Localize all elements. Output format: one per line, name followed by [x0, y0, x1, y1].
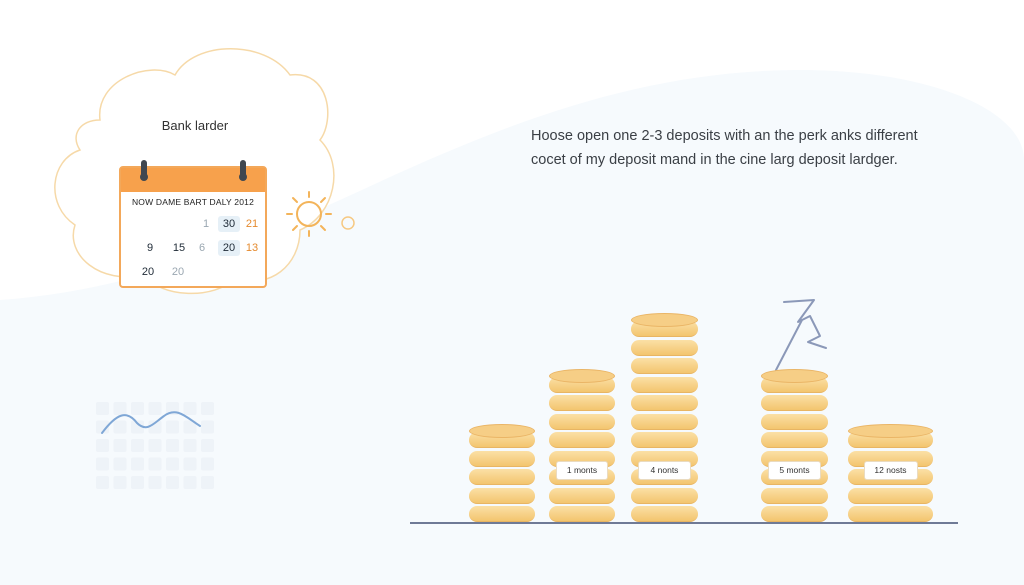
- coin-top: [549, 368, 615, 383]
- faint-grid-square: [201, 420, 214, 434]
- coin: [631, 339, 698, 356]
- faint-grid-square: [96, 457, 109, 471]
- baseline: [410, 522, 958, 524]
- calendar-day-cell: 20: [218, 240, 240, 256]
- sun-icon: [286, 191, 355, 237]
- coin: [549, 506, 615, 522]
- faint-grid-square: [183, 457, 197, 471]
- faint-grid-square: [183, 439, 197, 452]
- faint-grid-square: [201, 402, 214, 415]
- calendar-day-cell: 20: [171, 266, 185, 278]
- faint-grid-square: [166, 476, 179, 489]
- faint-grid-square: [183, 476, 197, 489]
- stack-label: 1 monts: [557, 462, 607, 479]
- calendar-day-cell: 13: [245, 242, 259, 254]
- coin: [549, 395, 615, 411]
- coin: [761, 413, 828, 430]
- coin: [469, 487, 535, 504]
- faint-grid-square: [148, 439, 162, 452]
- coin: [761, 395, 828, 411]
- faint-grid-square: [166, 457, 179, 471]
- calendar: NOW DAME BART DALY 2012 1 30 21 9 15 6 20 13 20 2…: [119, 160, 267, 288]
- calendar-header-text: NOW DAME BART DALY 2012: [131, 197, 255, 207]
- stack-label: 12 nosts: [864, 462, 917, 479]
- calendar-day-cell: 21: [245, 218, 259, 230]
- coin: [761, 432, 828, 448]
- coin: [631, 487, 698, 504]
- headline-line-2: cocet of my deposit mand in the cine lar…: [531, 152, 898, 168]
- faint-grid-square: [96, 402, 109, 415]
- faint-grid-square: [113, 439, 127, 452]
- coin-top: [469, 424, 535, 438]
- coin-stack: 4 nonts: [631, 313, 698, 522]
- calendar-day-cell: 30: [218, 216, 240, 232]
- calendar-ring-left: [140, 160, 148, 181]
- coin: [549, 432, 615, 448]
- coin: [631, 395, 698, 411]
- faint-chart-grid-icon: [96, 402, 214, 489]
- coin: [761, 506, 828, 522]
- calendar-day-cell: 9: [146, 242, 154, 254]
- coin: [631, 506, 698, 522]
- faint-grid-square: [166, 420, 179, 434]
- calendar-day-cell: 15: [172, 242, 186, 254]
- coin: [549, 487, 615, 504]
- calendar-day-cell: 20: [141, 266, 155, 278]
- coin: [761, 487, 828, 504]
- faint-grid-square: [166, 439, 179, 452]
- faint-grid-square: [113, 402, 127, 415]
- faint-grid-square: [113, 457, 127, 471]
- faint-grid-square: [148, 476, 162, 489]
- coin: [549, 413, 615, 430]
- calendar-day-cell: 6: [198, 242, 206, 254]
- faint-grid-square: [131, 476, 144, 489]
- faint-grid-square: [148, 457, 162, 471]
- coin-top: [848, 424, 933, 438]
- faint-grid-square: [183, 402, 197, 415]
- coin-stack: [469, 424, 535, 522]
- cloud-title: Bank larder: [161, 118, 229, 133]
- calendar-ring-right: [239, 160, 247, 181]
- coin-top: [631, 313, 698, 327]
- faint-grid-square: [113, 476, 127, 489]
- coin: [469, 450, 535, 467]
- coin-stack: 12 nosts: [848, 424, 933, 522]
- coin: [848, 506, 933, 522]
- faint-grid-square: [96, 439, 109, 452]
- coin-stack: 5 monts: [761, 368, 828, 522]
- coin: [469, 506, 535, 522]
- faint-grid-square: [131, 439, 144, 452]
- coin-stack: 1 monts: [549, 368, 615, 522]
- faint-grid-square: [183, 420, 197, 434]
- faint-grid-square: [148, 420, 162, 434]
- faint-grid-square: [201, 476, 214, 489]
- coin: [631, 358, 698, 374]
- stack-label: 5 monts: [769, 462, 820, 479]
- calendar-day-cell: 1: [202, 218, 210, 230]
- faint-grid-square: [201, 457, 214, 471]
- coin-top: [761, 368, 828, 383]
- faint-grid-square: [96, 476, 109, 489]
- coin: [631, 432, 698, 448]
- faint-grid-square: [131, 402, 144, 415]
- coin: [631, 413, 698, 430]
- squiggle-icon: [775, 299, 827, 371]
- faint-grid-square: [131, 420, 144, 434]
- headline: Hoose open one 2-3 deposits with an the …: [531, 124, 971, 172]
- coin: [631, 376, 698, 393]
- coin: [848, 487, 933, 504]
- faint-grid-square: [131, 457, 144, 471]
- faint-grid-square: [201, 439, 214, 452]
- faint-grid-square: [113, 420, 127, 434]
- faint-grid-square: [148, 402, 162, 415]
- coin: [469, 469, 535, 485]
- stack-label: 4 nonts: [639, 462, 690, 479]
- headline-line-1: Hoose open one 2-3 deposits with an the …: [531, 128, 918, 144]
- faint-grid-square: [96, 420, 109, 434]
